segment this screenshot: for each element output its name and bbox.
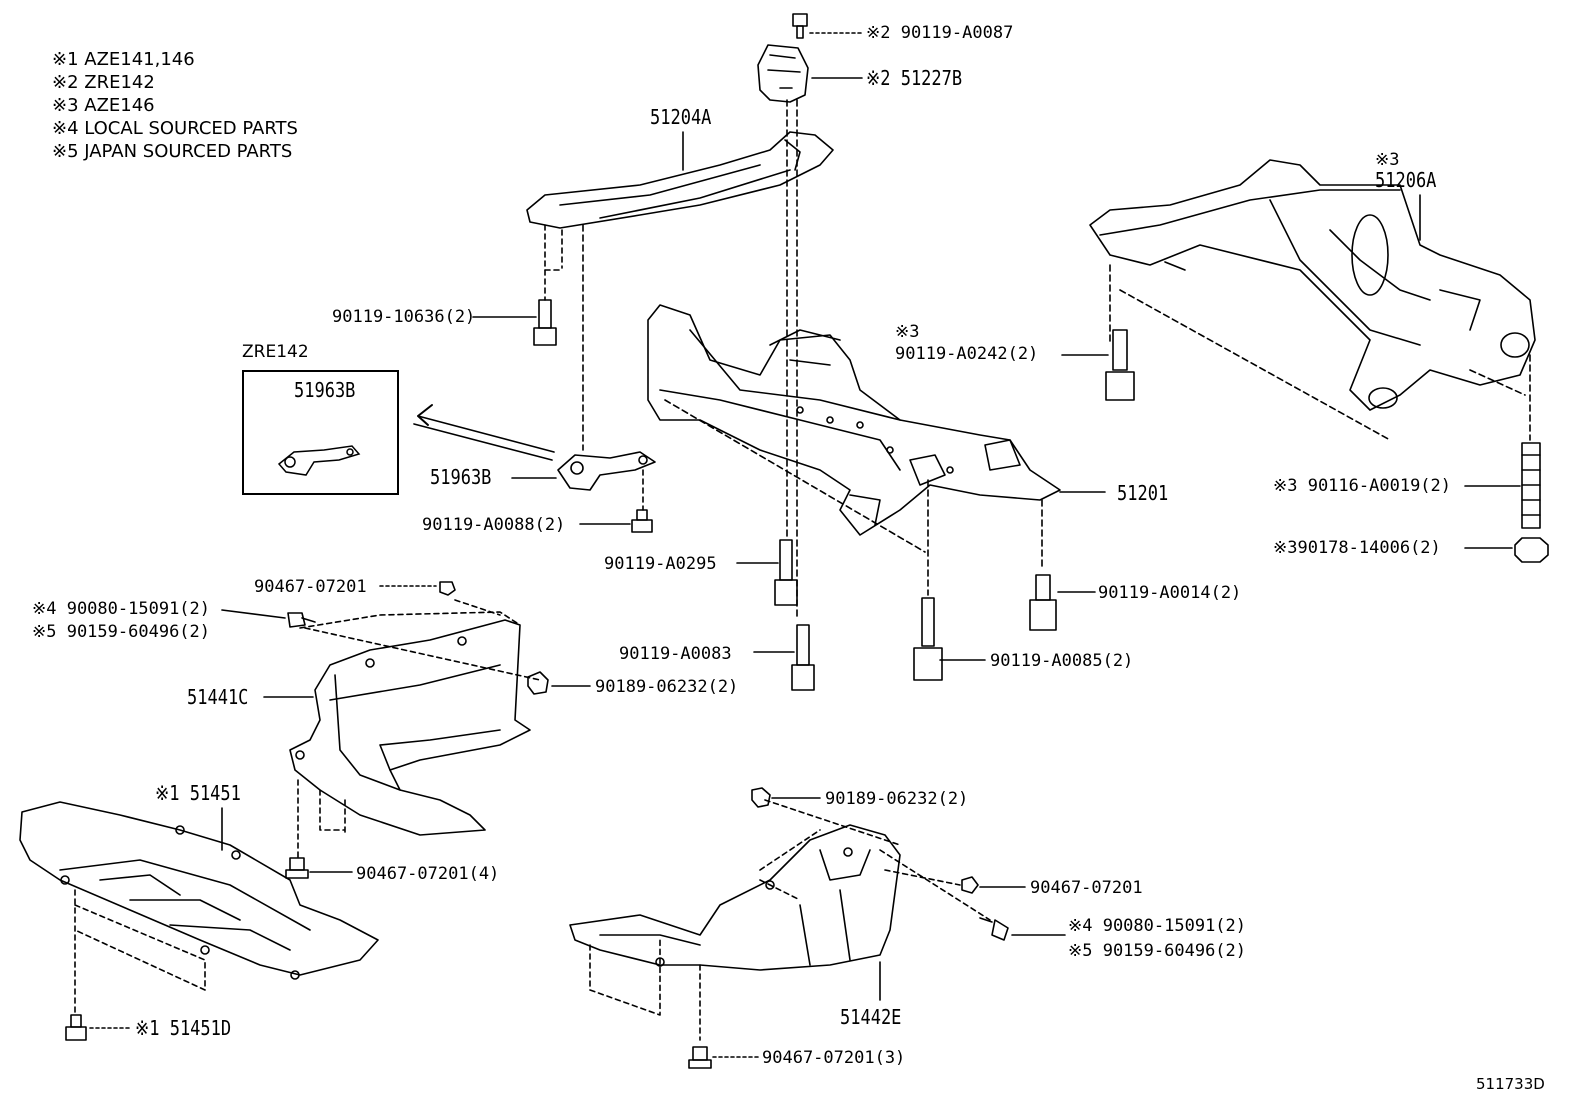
label-90159-60496-b[interactable]: ※5 90159-60496(2)	[1068, 941, 1247, 961]
label-90119-a0083[interactable]: 90119-A0083	[619, 644, 732, 664]
part-51441c-cover	[289, 619, 531, 836]
bolt-90119-a0085	[913, 597, 943, 681]
label-51963b[interactable]: 51963B	[430, 465, 492, 489]
label-90467-07201-a[interactable]: 90467-07201	[254, 577, 367, 597]
label-90119-a0295[interactable]: 90119-A0295	[604, 554, 717, 574]
label-90119-a0087[interactable]: ※2 90119-A0087	[866, 23, 1014, 43]
part-51451-cover	[19, 801, 379, 980]
label-51442e[interactable]: 51442E	[840, 1005, 902, 1029]
stud-90116-a0019	[1521, 442, 1541, 529]
label-90189-06232-a[interactable]: 90189-06232(2)	[595, 677, 739, 697]
bolt-90119-a0083	[791, 624, 815, 691]
label-90119-a0014[interactable]: 90119-A0014(2)	[1098, 583, 1242, 603]
screw-90080-15091-a	[287, 612, 316, 628]
label-51204a[interactable]: 51204A	[650, 105, 712, 129]
bolt-90119-a0014	[1029, 574, 1057, 631]
bolt-51451d	[65, 1014, 87, 1041]
bolt-90119-10636	[533, 299, 557, 346]
note-2: ※2 ZRE142	[52, 72, 155, 93]
label-90159-60496-a[interactable]: ※5 90159-60496(2)	[32, 622, 211, 642]
label-90189-06232-b[interactable]: 90189-06232(2)	[825, 789, 969, 809]
part-51201-crossmember	[647, 304, 1061, 536]
part-51963b-bracket	[557, 451, 656, 491]
label-51441c[interactable]: 51441C	[187, 685, 249, 709]
label-90119-a0085[interactable]: 90119-A0085(2)	[990, 651, 1134, 671]
clip-90467-07201-b	[961, 876, 979, 894]
label-90080-15091-b[interactable]: ※4 90080-15091(2)	[1068, 916, 1247, 936]
part-51442e-cover	[569, 824, 901, 971]
label-90467-07201-3[interactable]: 90467-07201(3)	[762, 1048, 906, 1068]
inset-box: 51963B	[242, 370, 399, 495]
note-1: ※1 AZE141,146	[52, 49, 195, 70]
clip-90467-07201-4	[285, 857, 309, 879]
label-90119-a0242[interactable]: 90119-A0242(2)	[895, 344, 1039, 364]
nut-90189-06232-a	[527, 671, 549, 695]
inset-part-label: 51963B	[294, 378, 356, 402]
label-51206a-note: ※3	[1375, 150, 1400, 170]
inset-bracket-icon	[277, 445, 361, 476]
clip-90467-07201-3	[688, 1046, 712, 1069]
note-3: ※3 AZE146	[52, 95, 155, 116]
label-51451[interactable]: ※1 51451	[155, 781, 241, 805]
nut-90189-06232-b	[751, 787, 771, 808]
bolt-90119-a0087	[792, 13, 808, 39]
label-90467-07201-b[interactable]: 90467-07201	[1030, 878, 1143, 898]
label-90178-14006[interactable]: ※390178-14006(2)	[1273, 538, 1441, 558]
bolt-90119-a0295	[774, 539, 798, 606]
note-4: ※4 LOCAL SOURCED PARTS	[52, 118, 298, 139]
inset-title: ZRE142	[242, 342, 309, 362]
label-51201[interactable]: 51201	[1117, 481, 1169, 505]
part-51227b-mount	[757, 44, 809, 103]
label-90116-a0019[interactable]: ※3 90116-A0019(2)	[1273, 476, 1452, 496]
nut-90178-14006	[1514, 537, 1549, 563]
label-90080-15091-a[interactable]: ※4 90080-15091(2)	[32, 599, 211, 619]
label-51451d[interactable]: ※1 51451D	[135, 1016, 232, 1040]
label-51227b[interactable]: ※2 51227B	[866, 66, 963, 90]
part-51206a-subframe	[1089, 159, 1536, 411]
bolt-90119-a0242	[1105, 329, 1135, 401]
bolt-90119-a0088	[631, 509, 653, 533]
label-90467-07201-4[interactable]: 90467-07201(4)	[356, 864, 500, 884]
note-5: ※5 JAPAN SOURCED PARTS	[52, 141, 293, 162]
clip-90467-07201-a	[439, 581, 456, 596]
label-90119-10636[interactable]: 90119-10636(2)	[332, 307, 476, 327]
screw-90080-15091-b	[979, 917, 1009, 941]
label-51206a[interactable]: 51206A	[1375, 168, 1437, 192]
label-90119-a0242-note: ※3	[895, 322, 920, 342]
diagram-code: 511733D	[1476, 1075, 1545, 1093]
label-90119-a0088[interactable]: 90119-A0088(2)	[422, 515, 566, 535]
